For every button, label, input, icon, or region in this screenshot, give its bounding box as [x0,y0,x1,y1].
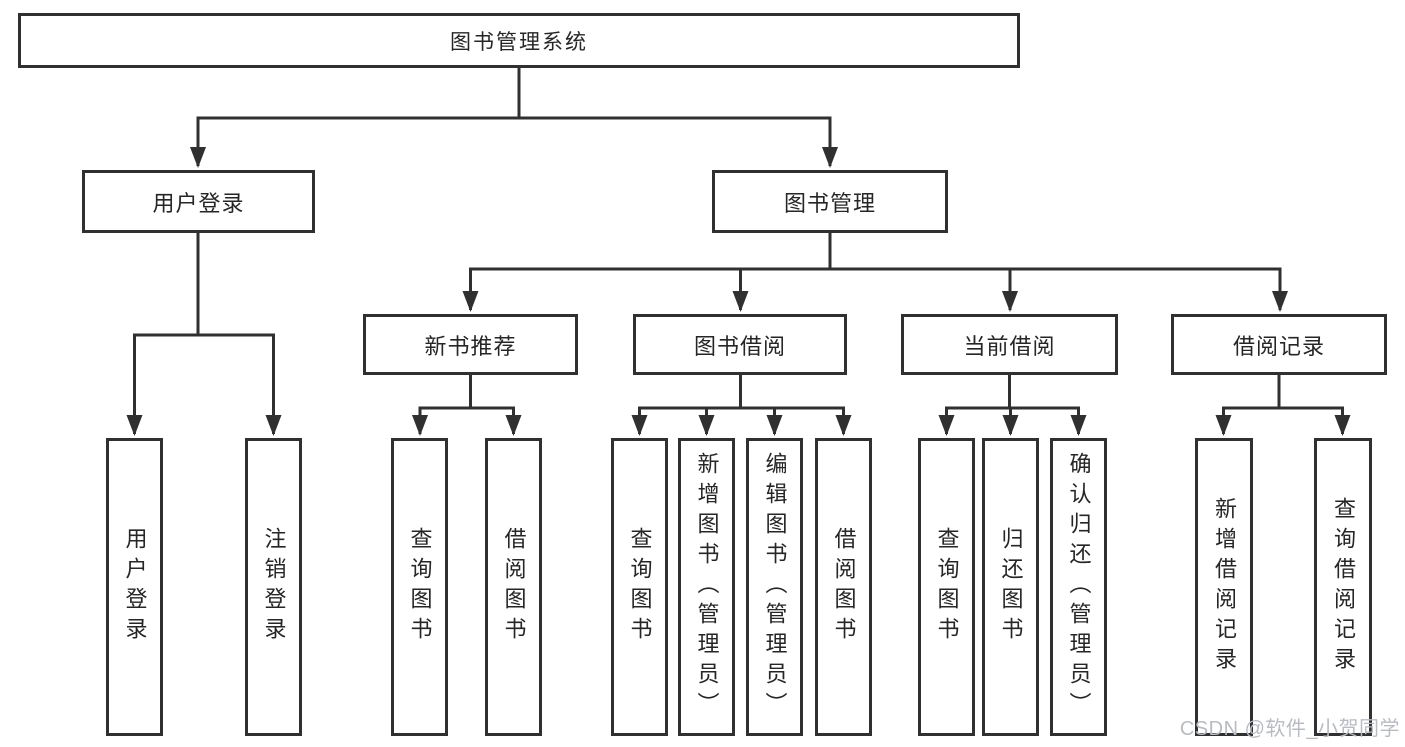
leaf-query-books-recommend: 查询图书 [391,438,448,736]
leaf-edit-books-admin: 编辑图书（管理员） [746,438,803,736]
node-current-borrow: 当前借阅 [901,314,1118,375]
watermark: CSDN @软件_小贺同学 [1179,718,1400,740]
leaf-user-login: 用户登录 [106,438,163,736]
leaf-add-books-admin: 新增图书（管理员） [678,438,735,736]
leaf-logout: 注销登录 [245,438,302,736]
leaf-query-books-borrow: 查询图书 [611,438,668,736]
leaf-borrow-books: 借阅图书 [815,438,872,736]
node-user-login: 用户登录 [82,170,315,233]
leaf-add-borrow-record: 新增借阅记录 [1195,438,1253,736]
leaf-confirm-return-admin: 确认归还（管理员） [1050,438,1107,736]
node-library-system: 图书管理系统 [18,13,1020,68]
node-new-book-recommend: 新书推荐 [363,314,578,375]
leaf-query-books-current: 查询图书 [918,438,975,736]
leaf-borrow-books-recommend: 借阅图书 [485,438,542,736]
leaf-return-books: 归还图书 [982,438,1039,736]
leaf-query-borrow-record: 查询借阅记录 [1314,438,1372,736]
node-borrow-records: 借阅记录 [1171,314,1387,375]
node-book-management: 图书管理 [712,170,948,233]
node-book-borrow: 图书借阅 [633,314,847,375]
